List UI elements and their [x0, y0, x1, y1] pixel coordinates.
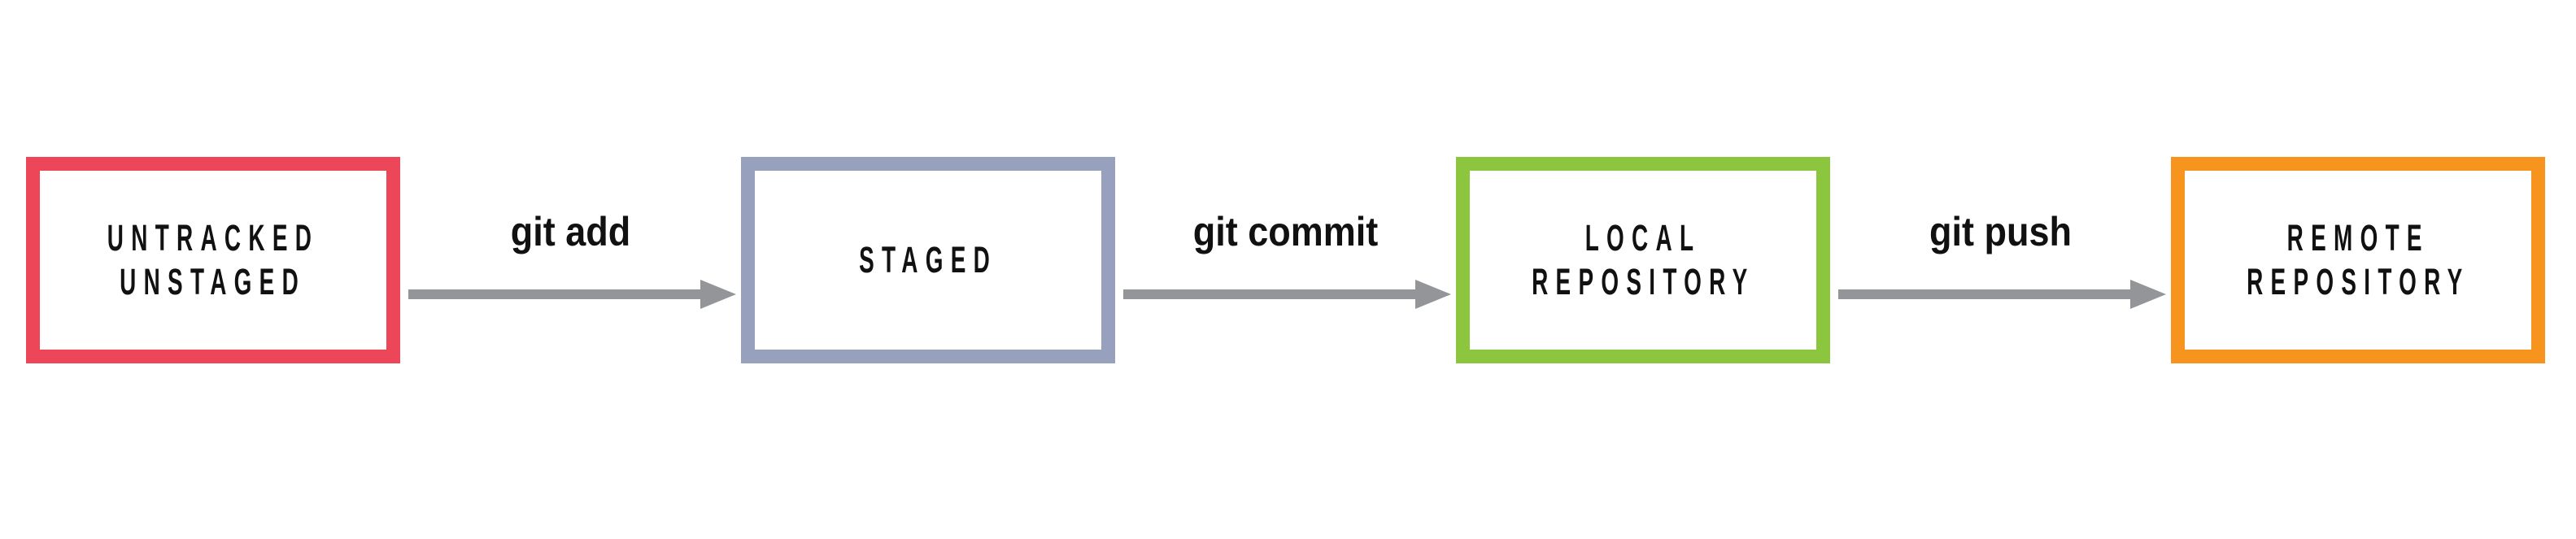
- arrow-right-icon: [1123, 280, 1451, 309]
- node-label-line: STAGED: [859, 239, 997, 280]
- node-label: UNTRACKED UNSTAGED: [40, 171, 386, 350]
- arrow-shaft: [1838, 289, 2130, 299]
- node-label-line: REPOSITORY: [1531, 261, 1755, 302]
- node-staged: STAGED: [741, 157, 1115, 363]
- node-label-line: UNTRACKED: [107, 217, 320, 259]
- node-label-line: LOCAL: [1584, 217, 1702, 259]
- arrow-head: [700, 280, 736, 309]
- node-label-line: REMOTE: [2286, 217, 2430, 259]
- arrow-head: [2130, 280, 2166, 309]
- connector-git-add: git add: [400, 157, 741, 363]
- arrow-shaft: [1123, 289, 1415, 299]
- arrow-head: [1415, 280, 1451, 309]
- node-label: REMOTE REPOSITORY: [2185, 171, 2531, 350]
- node-untracked-unstaged: UNTRACKED UNSTAGED: [26, 157, 400, 363]
- edge-label: git add: [510, 209, 631, 254]
- node-label: LOCAL REPOSITORY: [1470, 171, 1816, 350]
- connector-git-commit: git commit: [1115, 157, 1456, 363]
- node-remote-repository: REMOTE REPOSITORY: [2171, 157, 2545, 363]
- node-label: STAGED: [755, 171, 1101, 350]
- connector-git-push: git push: [1830, 157, 2171, 363]
- arrow-right-icon: [408, 280, 736, 309]
- node-local-repository: LOCAL REPOSITORY: [1456, 157, 1830, 363]
- arrow-right-icon: [1838, 280, 2166, 309]
- edge-label: git push: [1929, 209, 2072, 254]
- edge-label: git commit: [1192, 209, 1379, 254]
- node-label-line: REPOSITORY: [2246, 261, 2470, 302]
- arrow-shaft: [408, 289, 700, 299]
- node-label-line: UNSTAGED: [120, 261, 307, 302]
